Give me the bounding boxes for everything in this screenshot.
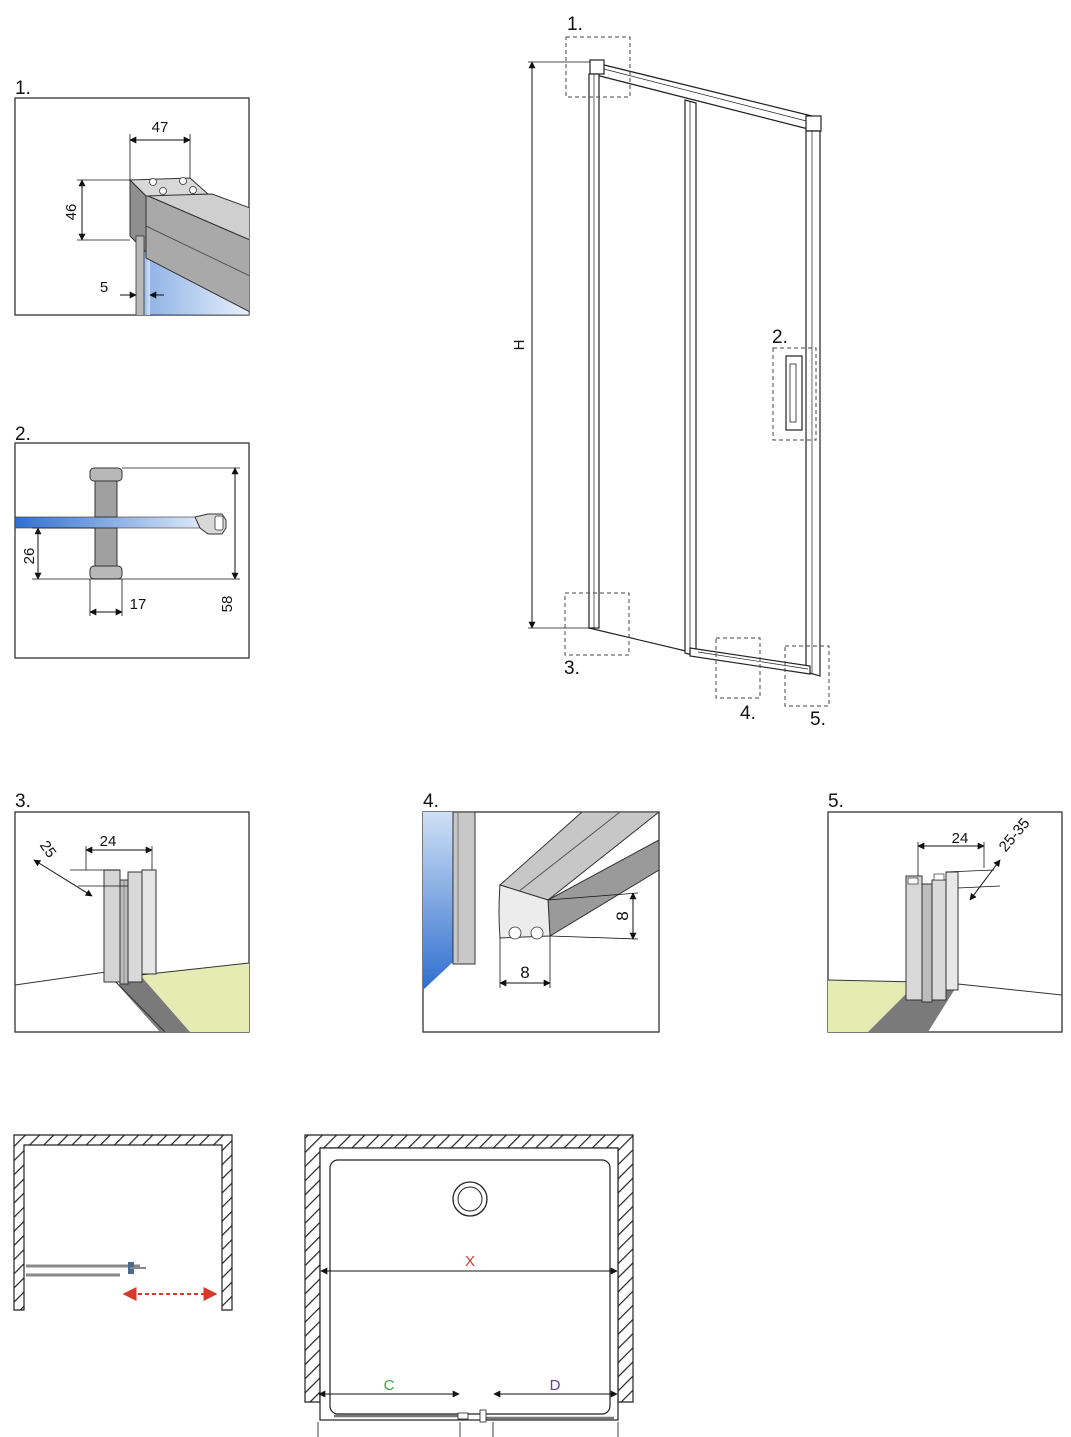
dim-26: 26: [21, 548, 38, 565]
detail-3-label: 3.: [15, 791, 31, 812]
dim-24-left: 24: [100, 833, 117, 850]
dim-17: 17: [130, 596, 147, 613]
callout-label-4: 4.: [740, 703, 756, 724]
callout-label-3: 3.: [564, 658, 580, 679]
callout-box-3: [564, 592, 630, 656]
opening-d-label: D: [550, 1377, 561, 1394]
dim-8-vertical: 8: [613, 911, 632, 920]
dim-5: 5: [100, 279, 108, 296]
detail-1-top-corner: 1. 47 46 5: [14, 78, 250, 316]
door-overview: H 1. 2. 3. 4. 5.: [511, 14, 830, 730]
detail-5-label: 5.: [828, 791, 844, 812]
callout-label-1: 1.: [567, 14, 583, 35]
dim-25: 25: [36, 838, 59, 861]
callout-box-2: [772, 347, 817, 441]
detail-4-label: 4.: [423, 791, 439, 812]
detail-1-label: 1.: [15, 78, 31, 99]
dim-46: 46: [63, 204, 80, 221]
width-x-label: X: [465, 1253, 475, 1270]
callout-box-4: [715, 637, 761, 699]
detail-3-wall-profile-left: 3. 24 25: [14, 791, 250, 1033]
detail-2-handle: 2. 58 26 17: [14, 424, 250, 659]
dim-58: 58: [219, 596, 236, 613]
dim-24-right: 24: [952, 830, 969, 847]
detail-4-bottom-seal: 4. 8 8: [422, 791, 660, 1033]
detail-2-label: 2.: [15, 424, 31, 445]
dim-8-horizontal: 8: [520, 963, 529, 982]
callout-label-2: 2.: [772, 327, 788, 348]
callout-label-5: 5.: [810, 709, 826, 730]
plan-tray-dimensions: X C D: [304, 1134, 634, 1437]
plan-opening-direction: [13, 1134, 233, 1311]
height-label: H: [511, 340, 528, 351]
opening-c-label: C: [384, 1377, 395, 1394]
callout-box-1: [565, 36, 631, 98]
dim-47: 47: [152, 119, 169, 136]
callout-box-5: [784, 645, 830, 707]
detail-5-wall-profile-right: 5. 24 25-35: [827, 791, 1063, 1033]
